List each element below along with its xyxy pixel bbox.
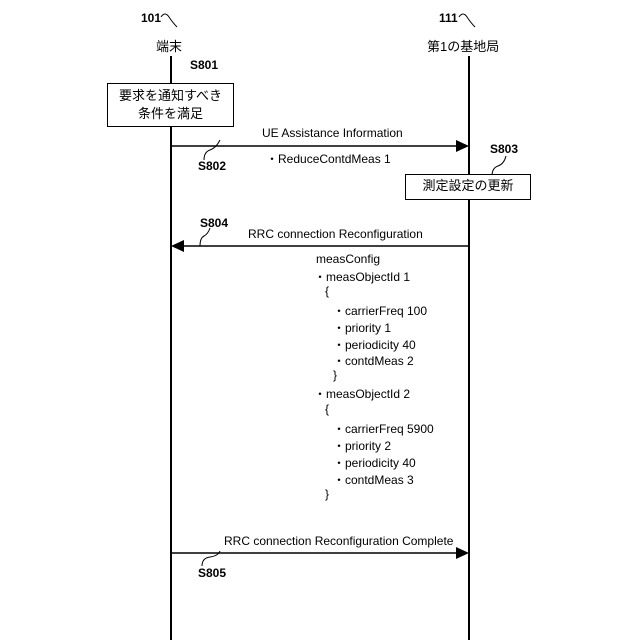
s801-box-line-1: 要求を通知すべき <box>108 87 233 105</box>
s801-condition-box: 要求を通知すべき 条件を満足 <box>107 83 234 127</box>
meas-object-2-open-brace: { <box>325 402 329 416</box>
s805-message-label: RRC connection Reconfiguration Complete <box>224 534 453 548</box>
s802-leader <box>204 140 220 160</box>
meas-object-2-param: ・priority 2 <box>333 437 391 454</box>
s802-arrow-head <box>456 140 469 152</box>
s801-ref: S801 <box>190 58 218 72</box>
s805-ref: S805 <box>198 566 226 580</box>
s802-param: ・ReduceContdMeas 1 <box>266 150 391 167</box>
s804-ref: S804 <box>200 216 228 230</box>
meas-config-header: measConfig <box>316 252 380 266</box>
meas-object-2-param: ・carrierFreq 5900 <box>333 420 434 437</box>
meas-object-1-id: ・measObjectId 1 <box>314 268 410 285</box>
ref-tilde-111 <box>459 14 475 27</box>
meas-object-1-close-brace: } <box>333 368 337 382</box>
meas-object-2-id: ・measObjectId 2 <box>314 385 410 402</box>
s803-ref: S803 <box>490 142 518 156</box>
s804-message-label: RRC connection Reconfiguration <box>248 227 423 241</box>
s804-arrow-head <box>171 240 184 252</box>
s804-leader <box>200 228 210 246</box>
s802-message-label: UE Assistance Information <box>262 126 403 140</box>
ref-tilde-101 <box>161 14 177 27</box>
meas-object-1-param: ・periodicity 40 <box>333 336 416 353</box>
s803-update-box: 測定設定の更新 <box>405 174 531 200</box>
meas-object-2-param: ・periodicity 40 <box>333 454 416 471</box>
s805-arrow-head <box>456 547 469 559</box>
s801-box-line-2: 条件を満足 <box>108 105 233 123</box>
meas-object-1-param: ・carrierFreq 100 <box>333 302 427 319</box>
meas-object-2-param: ・contdMeas 3 <box>333 471 414 488</box>
meas-object-1-open-brace: { <box>325 284 329 298</box>
s802-ref: S802 <box>198 159 226 173</box>
s803-leader <box>492 156 506 176</box>
meas-object-2-close-brace: } <box>325 487 329 501</box>
meas-object-1-param: ・priority 1 <box>333 319 391 336</box>
meas-object-1-param: ・contdMeas 2 <box>333 352 414 369</box>
s803-box-text: 測定設定の更新 <box>422 178 513 193</box>
